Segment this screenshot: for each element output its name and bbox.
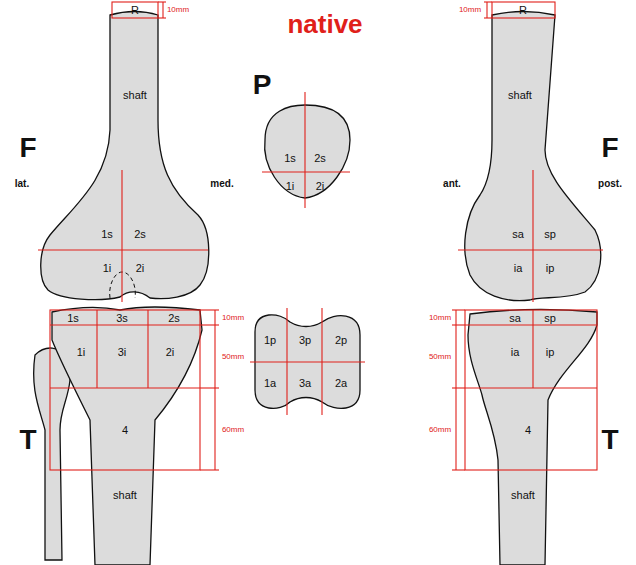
zone-label: 3a [299,378,311,389]
dimension-label: 60mm [429,426,451,434]
zone-label: 1i [103,263,112,274]
view-letter: T [19,426,36,454]
zone-label: shaft [511,490,535,501]
zone-label: 2s [134,229,146,240]
tibia-front [52,307,202,565]
zone-label: 2i [136,263,145,274]
fibula-front [34,348,70,560]
zone-label: shaft [113,490,137,501]
dimension-label: 50mm [429,353,451,361]
zone-label: ia [511,347,520,358]
zone-label: 1i [286,181,295,192]
zone-label: sp [544,313,556,324]
diagram-title: native [287,11,362,37]
side-label: lat. [15,179,29,189]
dimension-label: 10mm [222,314,244,322]
zone-label: 1s [101,229,113,240]
zone-label: 1s [284,153,296,164]
side-label: ant. [443,179,461,189]
dimension-label: 60mm [222,426,244,434]
view-letter: T [601,426,618,454]
zone-label: ip [546,263,555,274]
side-label: med. [210,179,233,189]
dimension-label: 10mm [167,6,189,14]
zone-label: 1i [77,347,86,358]
zone-label: sa [509,313,521,324]
side-label: post. [598,179,622,189]
zone-label: 2i [166,347,175,358]
zone-label: 4 [122,425,128,436]
zone-label: R [519,5,527,16]
zone-label: 3p [299,335,311,346]
view-letter: P [253,71,272,99]
dimension-label: 10mm [459,6,481,14]
zone-label: 2s [314,153,326,164]
patella [265,105,350,198]
dimension-label: 50mm [222,353,244,361]
zone-label: 1a [264,378,276,389]
zone-lines [38,2,603,470]
zone-label: 2i [316,181,325,192]
zone-label: 4 [525,425,531,436]
zone-label: ia [514,263,523,274]
zone-label: sa [512,229,524,240]
dimension-label: 10mm [429,314,451,322]
zone-label: shaft [123,90,147,101]
zone-label: R [131,5,139,16]
zone-label: 1p [264,335,276,346]
tibia-side [468,309,597,565]
zone-label: ip [546,347,555,358]
zone-label: 3s [116,313,128,324]
zone-label: 2a [335,378,347,389]
zone-label: 1s [67,313,79,324]
zone-label: 2p [335,335,347,346]
zone-label: 2s [168,313,180,324]
view-letter: F [601,134,618,162]
femur-front [41,12,209,300]
view-letter: F [19,134,36,162]
zone-label: sp [544,229,556,240]
zone-label: shaft [508,90,532,101]
zone-label: 3i [118,347,127,358]
